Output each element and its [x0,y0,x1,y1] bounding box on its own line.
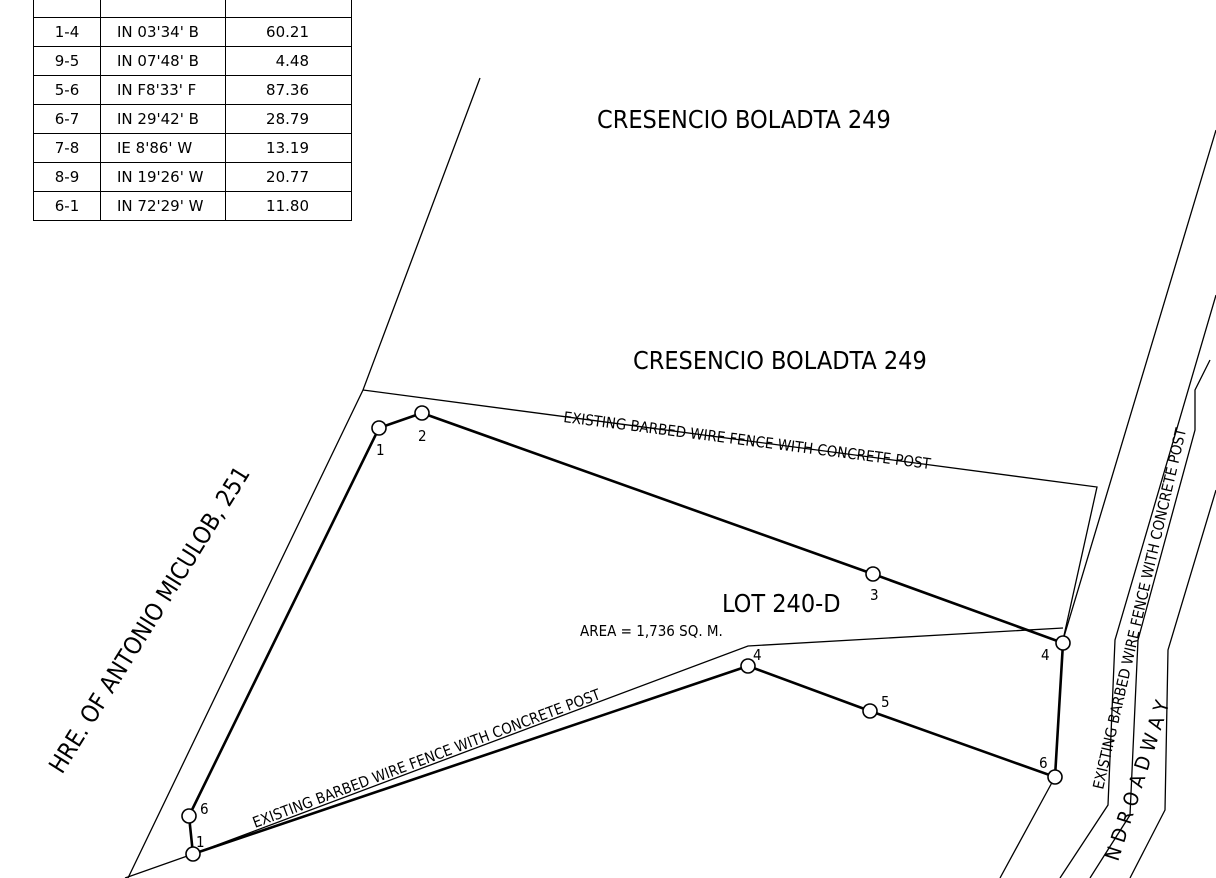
point-label: 1 [376,441,385,459]
corner-marker [1055,635,1071,651]
corner-marker [740,658,756,674]
line-cell: 6-1 [33,191,101,221]
distance-cell: 11.80 [225,191,352,221]
bearing-cell: IE 8'86' W [100,133,226,163]
road-line-1 [1062,129,1216,641]
area-label: AREA = 1,736 SQ. M. [580,622,723,640]
bearing-cell: IN 07'48' B [100,46,226,76]
table-row [33,0,352,18]
point-label: 4 [753,646,762,664]
lower-line [999,776,1056,878]
line-cell: 6-7 [33,104,101,134]
corner-marker [185,846,201,862]
fence-top-line [362,389,1098,641]
owner-label-mid: CRESENCIO BOLADTA 249 [633,346,927,375]
owner-label-top: CRESENCIO BOLADTA 249 [597,105,891,134]
road-line-2 [1059,294,1216,878]
corner-marker [371,420,387,436]
line-cell: 9-5 [33,46,101,76]
point-label: 5 [881,693,890,711]
road-line-4 [1129,489,1216,878]
bearing-cell: IN 29'42' B [100,104,226,134]
line-cell: 8-9 [33,162,101,192]
distance-cell: 60.21 [225,17,352,47]
corner-marker [414,405,430,421]
point-label: 2 [418,427,427,445]
fence-label-top: EXISTING BARBED WIRE FENCE WITH CONCRETE… [562,408,932,473]
point-label: 6 [1039,754,1048,772]
point-label: 6 [200,800,209,818]
fence-label-bottom: EXISTING BARBED WIRE FENCE WITH CONCRETE… [250,685,603,832]
distance-cell: 13.19 [225,133,352,163]
distance-cell: 28.79 [225,104,352,134]
fence-bottom-line [124,627,1064,878]
corner-marker [862,703,878,719]
line-cell: 1-4 [33,17,101,47]
bearing-cell: IN 19'26' W [100,162,226,192]
corner-marker [1047,769,1063,785]
point-label: 4 [1041,646,1050,664]
lot-boundary [187,411,1065,856]
road-line-3 [1089,359,1211,878]
bearing-cell: IN 72'29' W [100,191,226,221]
corner-marker [865,566,881,582]
point-label: 3 [870,586,879,604]
distance-cell: 87.36 [225,75,352,105]
lot-label: LOT 240-D [722,589,841,618]
point-label: 1 [196,833,205,851]
corner-marker [181,808,197,824]
line-cell: 7-8 [33,133,101,163]
owner-label-left: HRE. OF ANTONIO MICULOB, 251 [43,461,255,778]
